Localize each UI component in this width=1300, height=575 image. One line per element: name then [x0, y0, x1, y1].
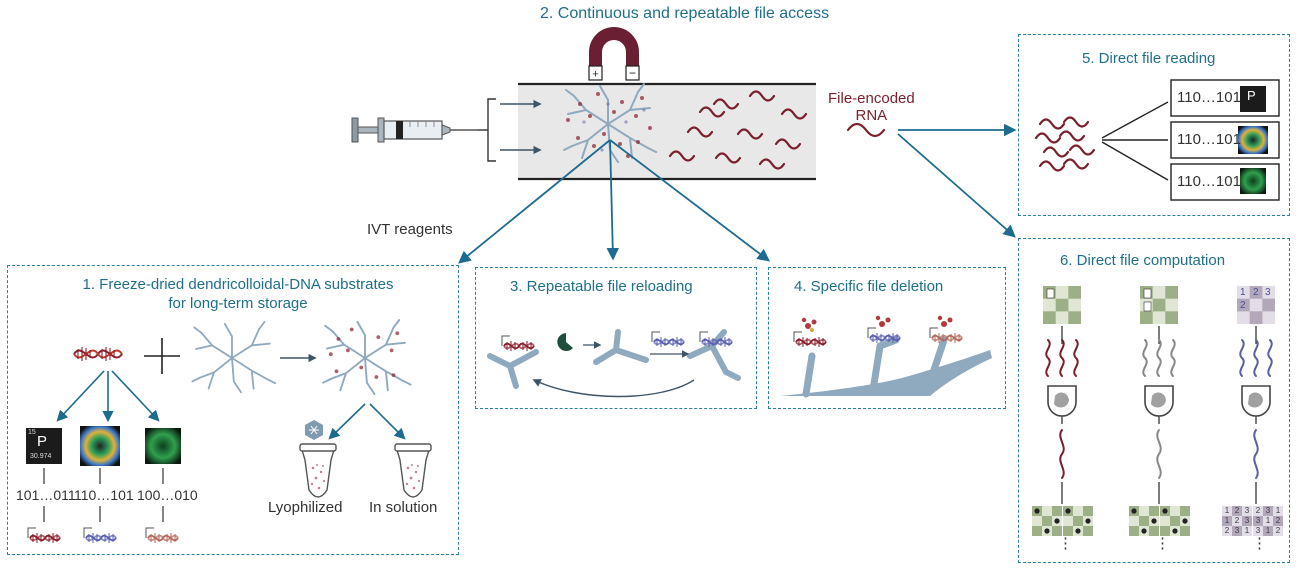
- panel4-art: [780, 315, 992, 398]
- sudoku-result-digit: 2: [1255, 506, 1261, 515]
- sudoku-result-digit: 2: [1234, 516, 1240, 525]
- sudoku-result-digit: 2: [1275, 516, 1281, 525]
- sudoku-result-digit: 1: [1275, 506, 1281, 515]
- panel6-title: 6. Direct file computation: [1060, 252, 1226, 269]
- element-tile-symbol: P: [37, 433, 48, 450]
- ellipsis-1: ⋮: [1058, 535, 1073, 552]
- panel-1: [7, 265, 459, 555]
- lyophilized-label: Lyophilized: [268, 499, 343, 516]
- panel4-title: 4. Specific file deletion: [794, 278, 944, 295]
- dendricolloid-icon: [563, 83, 657, 163]
- panel1-code-2: 110…101: [74, 487, 134, 503]
- ellipsis-2: ⋮: [1155, 535, 1170, 552]
- sudoku-result-digit: 3: [1234, 526, 1240, 535]
- svg-text:−: −: [629, 66, 636, 80]
- panel5-code-1: 110…101: [1177, 89, 1241, 106]
- panel5-tile-symbol: P: [1247, 88, 1256, 103]
- sudoku-digit-1: 1: [1240, 287, 1246, 298]
- panel1-code-1: 101…011: [16, 487, 76, 503]
- magnet-icon: + −: [588, 27, 640, 81]
- flow-arrows: [458, 123, 1017, 264]
- panel-3: [475, 267, 757, 409]
- svg-text:+: +: [592, 69, 598, 81]
- sudoku-result-digit: 3: [1255, 526, 1261, 535]
- element-tile-mass: 30.974: [30, 453, 52, 460]
- sudoku-result-digit: 2: [1275, 526, 1281, 535]
- sudoku-result-digit: 1: [1244, 526, 1250, 535]
- inlet-arrows: [478, 98, 542, 162]
- sudoku-digit-2: 2: [1253, 287, 1259, 298]
- panel-4: [768, 267, 1006, 409]
- top-title: 2. Continuous and repeatable file access: [540, 5, 830, 22]
- sudoku-result-digit: 1: [1265, 516, 1271, 525]
- sudoku-result-digit: 2: [1234, 506, 1240, 515]
- nuclease-icon: [557, 333, 573, 351]
- panel5-title: 5. Direct file reading: [1082, 50, 1216, 67]
- file-encoded-rna-label: File-encoded RNA: [828, 90, 915, 125]
- sudoku-result-digit: 2: [1224, 526, 1230, 535]
- rna-strands: [668, 90, 886, 170]
- sudoku-result-digit: 3: [1255, 516, 1261, 525]
- panel5-art: [1034, 79, 1280, 201]
- panel-5: [1018, 34, 1290, 216]
- panel3-title: 3. Repeatable file reloading: [510, 278, 693, 295]
- sudoku-result-digit: 1: [1265, 526, 1271, 535]
- in-solution-label: In solution: [369, 499, 438, 516]
- ivt-reagents-label: IVT reagents: [367, 221, 453, 238]
- ellipsis-3: ⋮: [1252, 535, 1267, 552]
- sudoku-digit-3: 3: [1265, 287, 1271, 298]
- panel5-code-3: 110…101: [1177, 173, 1241, 190]
- panel1-code-3: 100…010: [137, 487, 198, 503]
- syringe-icon: [351, 117, 478, 143]
- sudoku-result-digit: 3: [1265, 506, 1271, 515]
- sudoku-result-digit: 3: [1244, 516, 1250, 525]
- element-tile-number: 15: [28, 429, 36, 436]
- panel5-code-2: 110…101: [1177, 131, 1241, 148]
- sudoku-result-digit: 3: [1244, 506, 1250, 515]
- panel1-art: [26, 319, 432, 544]
- sudoku-digit-4: 2: [1240, 300, 1246, 311]
- panel6-art: [1032, 286, 1283, 536]
- sudoku-result-digit: 1: [1224, 516, 1230, 525]
- panel1-title: 1. Freeze-dried dendricolloidal-DNA subs…: [82, 276, 394, 312]
- panel-6: [1018, 238, 1290, 563]
- sudoku-icon: [1237, 286, 1275, 324]
- panel3-art: [487, 329, 741, 398]
- sudoku-result-digit: 1: [1224, 506, 1230, 515]
